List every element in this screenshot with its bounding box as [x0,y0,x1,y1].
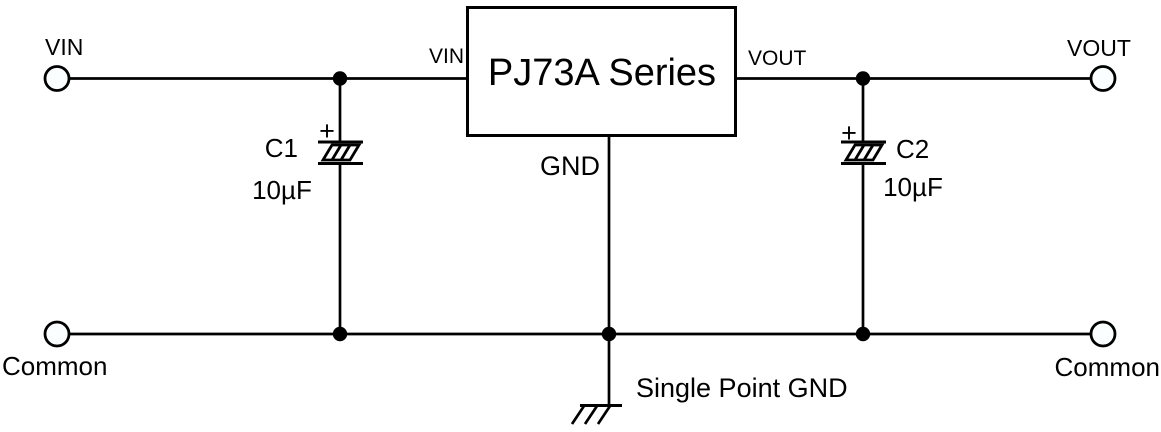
c2-body-hatch-2 [862,144,875,161]
junction-dot-gnd [601,326,617,342]
c2-ref-label: C2 [896,134,929,164]
c2-body-hatch-1 [853,144,866,161]
regulator-title: PJ73A Series [488,52,716,94]
capacitor-c1: + C1 10µF [252,78,363,334]
terminal-vin [43,65,71,92]
capacitor-c2: + C2 10µF [841,78,943,334]
junction-dot-c1-top [332,71,348,86]
terminal-label-vin: VIN [45,34,83,60]
terminal-label-common-right: Common [1055,352,1160,382]
c2-value-label: 10µF [883,172,943,202]
ground-symbol [570,404,622,425]
c1-polarity-mark: + [319,116,335,146]
pin-label-vout: VOUT [748,47,807,70]
junction-dot-c2-top [855,71,871,86]
regulator-block: PJ73A Series VIN VOUT GND [429,6,807,181]
terminal-label-common-left: Common [2,351,107,381]
ground-hatch-2 [583,405,599,425]
pin-label-gnd: GND [540,151,600,181]
ground-hatch-3 [596,405,612,425]
terminal-common-right [1089,320,1117,348]
terminal-common-left [43,320,71,348]
terminal-vout [1089,65,1117,92]
ground-hatch-1 [570,405,586,425]
terminal-label-vout: VOUT [1067,35,1131,61]
junction-dot-c2-bottom [855,326,871,342]
c1-body-hatch-1 [330,144,343,161]
single-point-gnd-label: Single Point GND [636,373,848,403]
pin-label-vin: VIN [429,45,464,68]
c1-value-label: 10µF [252,175,312,205]
c1-ref-label: C1 [265,133,298,163]
regulator-outline [466,6,737,137]
c1-body-hatch-2 [339,144,352,161]
junction-dot-c1-bottom [332,326,348,342]
